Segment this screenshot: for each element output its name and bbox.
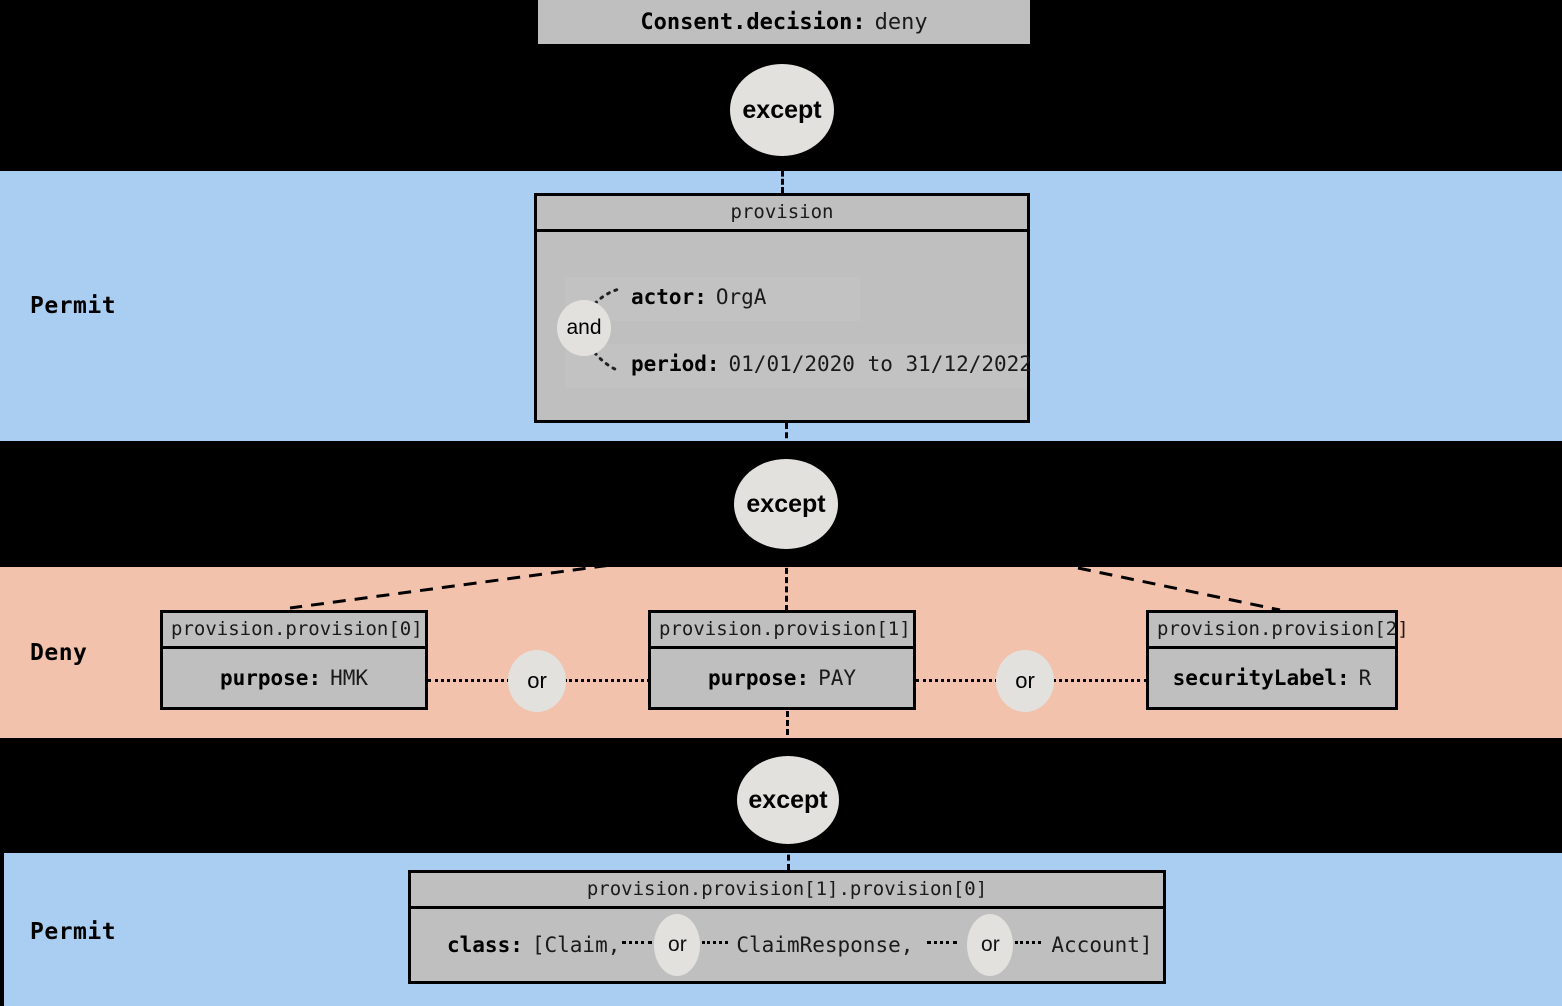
band-label-permit-bottom: Permit — [30, 919, 117, 945]
operator-or-deny-right[interactable]: or — [996, 650, 1054, 712]
attr-class-item-2: ClaimResponse, — [736, 932, 914, 957]
operator-or-class-1[interactable]: or — [654, 913, 701, 976]
connector-class-or-2-a — [927, 941, 958, 944]
attr-purpose-hmk-value: HMK — [330, 665, 369, 690]
connector-provision1-to-except-bottom — [786, 711, 789, 762]
attr-security-label-value: R — [1358, 665, 1372, 690]
attr-actor-key: actor: — [631, 285, 707, 309]
attr-purpose-pay: purpose: PAY — [708, 666, 856, 690]
attr-security-label-key: securityLabel: — [1172, 665, 1350, 690]
operator-except-top[interactable]: except — [730, 64, 834, 156]
attr-actor: actor: OrgA — [631, 285, 766, 309]
attr-class-key: class: — [447, 932, 523, 957]
attr-purpose-pay-value: PAY — [818, 665, 857, 690]
operator-or-class-2[interactable]: or — [967, 913, 1014, 976]
attr-class-item-1: [Claim, — [531, 932, 621, 957]
connector-or-left-a — [428, 679, 510, 682]
attr-purpose-pay-key: purpose: — [707, 665, 810, 690]
consent-decision-value: deny — [874, 9, 928, 35]
band-label-deny: Deny — [30, 640, 88, 666]
attr-actor-value: OrgA — [715, 285, 767, 309]
node-provision-header: provision — [537, 196, 1027, 232]
attr-period-value: 01/01/2020 to 31/12/2022 — [728, 352, 1032, 376]
connector-except-top-to-provision — [781, 146, 784, 193]
node-provision-0-body: purpose: HMK — [163, 649, 425, 706]
operator-except-middle[interactable]: except — [734, 459, 838, 549]
connector-class-or-1-a — [622, 941, 653, 944]
node-provision-1-0-header: provision.provision[1].provision[0] — [411, 873, 1163, 909]
node-provision-body: actor: OrgA period: 01/01/2020 to 31/12/… — [537, 232, 1032, 419]
node-provision-1[interactable]: provision.provision[1] purpose: PAY — [648, 610, 916, 710]
operator-or-deny-left[interactable]: or — [508, 650, 566, 712]
operator-or-deny-left-label: or — [527, 668, 547, 693]
connector-provision-to-except-middle — [785, 423, 788, 466]
operator-except-bottom-label: except — [748, 785, 828, 814]
connector-except-bottom-to-provision10 — [787, 836, 790, 870]
attr-purpose-hmk: purpose: HMK — [220, 666, 368, 690]
node-provision-1-0[interactable]: provision.provision[1].provision[0] clas… — [408, 870, 1166, 984]
attr-purpose-hmk-key: purpose: — [219, 665, 322, 690]
consent-decision-banner: Consent.decision: deny — [538, 0, 1030, 44]
attr-class-item-3: Account] — [1051, 932, 1153, 957]
node-provision-1-body: purpose: PAY — [651, 649, 913, 706]
connector-or-left-b — [564, 679, 650, 682]
operator-and[interactable]: and — [557, 300, 611, 356]
attr-period: period: 01/01/2020 to 31/12/2022 — [631, 352, 1032, 376]
operator-or-deny-right-label: or — [1015, 668, 1035, 693]
attr-class: class: [Claim, or ClaimResponse, or Acco… — [447, 913, 1153, 976]
connector-except-middle-to-provision1 — [785, 540, 788, 611]
operator-except-middle-label: except — [746, 489, 826, 518]
node-provision-0-header: provision.provision[0] — [163, 613, 425, 649]
attr-period-key: period: — [631, 352, 720, 376]
connector-class-or-1-b — [702, 941, 729, 944]
node-provision[interactable]: provision actor: OrgA period: 01/01/2020… — [534, 193, 1032, 423]
operator-or-class-1-label: or — [668, 932, 687, 956]
node-provision-2[interactable]: provision.provision[2] securityLabel: R — [1146, 610, 1409, 710]
and-brace-connectors — [583, 287, 621, 373]
connector-banner-to-except-top — [781, 44, 784, 72]
node-provision-2-body: securityLabel: R — [1149, 649, 1395, 706]
band-label-permit-top: Permit — [30, 293, 117, 319]
node-provision-2-header: provision.provision[2] — [1149, 613, 1409, 649]
connector-class-or-2-b — [1015, 941, 1042, 944]
attr-highlight-period — [565, 344, 1027, 388]
attr-security-label: securityLabel: R — [1173, 666, 1372, 690]
attr-highlight-actor — [565, 277, 860, 321]
operator-or-class-2-label: or — [981, 932, 1000, 956]
left-gutter — [0, 853, 4, 1006]
node-provision-1-header: provision.provision[1] — [651, 613, 913, 649]
node-provision-0[interactable]: provision.provision[0] purpose: HMK — [160, 610, 428, 710]
operator-and-label: and — [566, 316, 602, 339]
operator-except-bottom[interactable]: except — [737, 756, 839, 844]
connector-or-right-a — [916, 679, 998, 682]
consent-decision-key: Consent.decision: — [640, 9, 866, 35]
operator-except-top-label: except — [742, 95, 822, 124]
node-provision-1-0-body: class: [Claim, or ClaimResponse, or Acco… — [411, 909, 1163, 980]
connector-or-right-b — [1052, 679, 1148, 682]
